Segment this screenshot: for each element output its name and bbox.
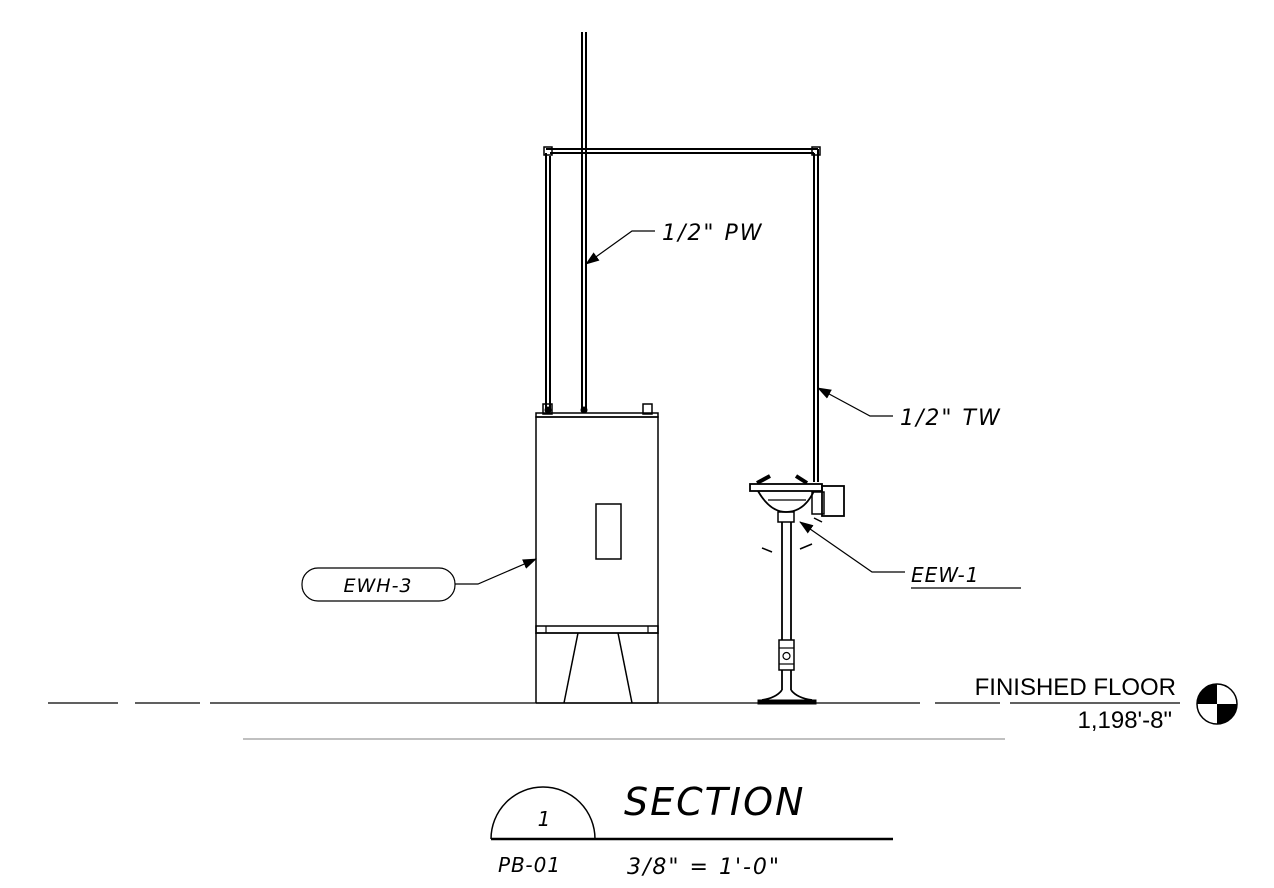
drawing-scale: 3/8" = 1'-0" [627,855,781,880]
water-heater-ewh-3 [535,403,659,704]
pipe-pw [580,32,588,414]
floor-elevation: 1,198'-8" [1078,707,1173,734]
section-number: 1 [538,807,551,831]
leader-tw [817,387,893,417]
section-title: SECTION [624,780,805,824]
floor-name: FINISHED FLOOR [975,674,1176,701]
leader-ewh [455,558,537,585]
label-eew: EEW-1 [911,563,979,587]
tag-ewh-3 [301,567,456,602]
leader-eew [799,521,905,573]
pipe-tw [543,146,821,482]
sheet-number: PB-01 [498,853,561,877]
section-title-block: 1 SECTION PB-01 3/8" = 1'-0" [490,780,893,880]
elevation-target-icon [1196,683,1238,725]
section-bubble [490,786,596,840]
label-tw: 1/2" TW [900,406,1002,431]
label-pw: 1/2" PW [662,221,764,246]
eye-wash-eew-1 [749,474,845,705]
label-ewh: EWH-3 [343,575,412,597]
leader-pw [585,230,655,265]
